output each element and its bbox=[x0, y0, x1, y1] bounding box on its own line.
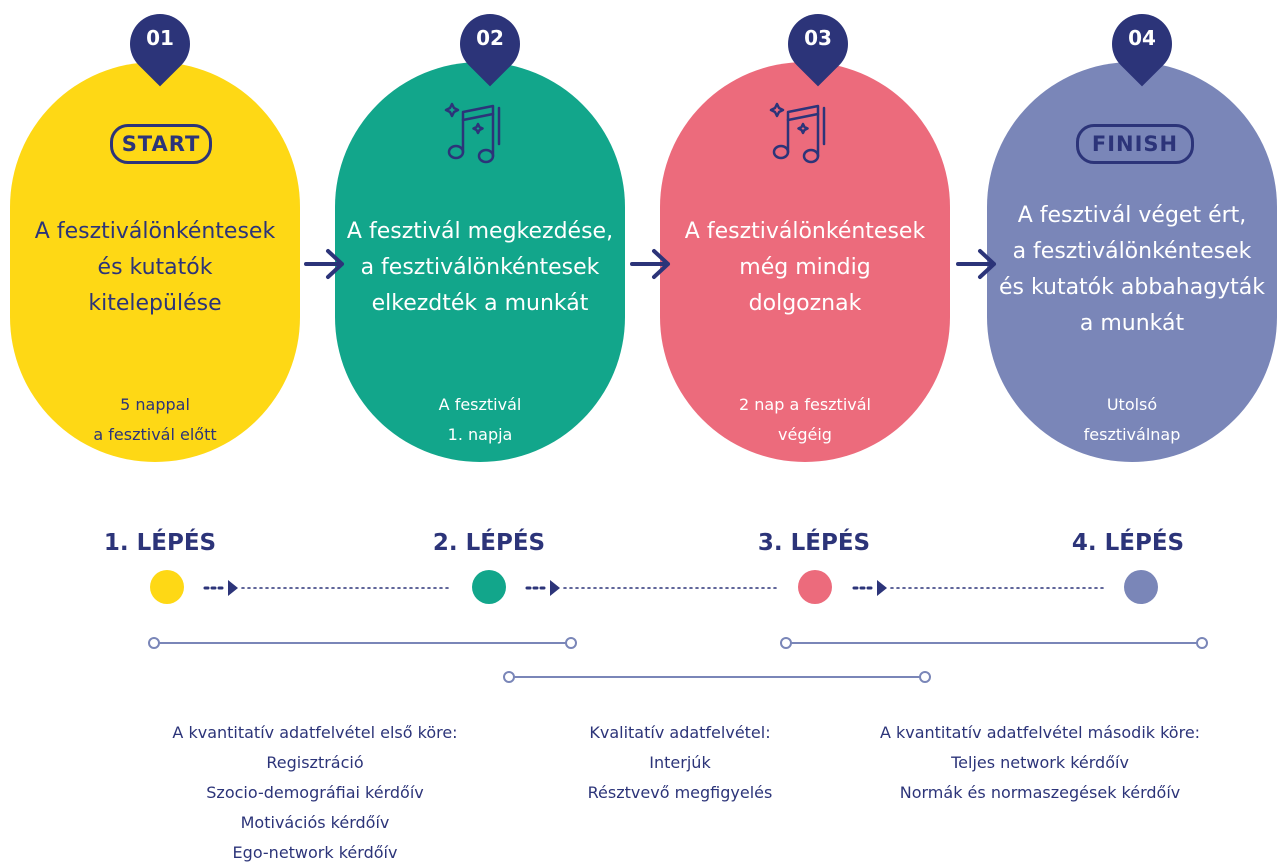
range-line-qualitative bbox=[503, 671, 931, 683]
range-line-quantitative-second bbox=[780, 637, 1208, 649]
step-label-4: 4. LÉPÉS bbox=[1071, 530, 1185, 556]
step-dot-4 bbox=[1124, 570, 1158, 604]
description-quantitative-first: A kvantitatív adatfelvétel első köre: Re… bbox=[110, 718, 520, 868]
music-note-icon bbox=[444, 102, 501, 164]
description-title: A kvantitatív adatfelvétel második köre: bbox=[879, 723, 1201, 742]
step-dot-2 bbox=[472, 570, 506, 604]
arrow-right-icon bbox=[956, 249, 996, 279]
description-item: Normák és normaszegések kérdőív bbox=[899, 783, 1181, 802]
step-label-2: 2. LÉPÉS bbox=[432, 530, 546, 556]
finish-badge-icon: FINISH bbox=[1076, 124, 1194, 164]
stage-2-title: A fesztivál megkezdése,a fesztiválönként… bbox=[346, 219, 614, 316]
description-item: Ego-network kérdőív bbox=[232, 843, 398, 862]
stage-card-1 bbox=[10, 62, 300, 462]
description-item: Szocio-demográfiai kérdőív bbox=[206, 783, 424, 802]
step-dot-3 bbox=[798, 570, 832, 604]
description-title: A kvantitatív adatfelvétel első köre: bbox=[172, 723, 458, 742]
start-badge-icon: START bbox=[110, 124, 212, 164]
stage-4-title: A fesztivál véget ért,a fesztiválönkénte… bbox=[998, 203, 1266, 336]
description-item: Résztvevő megfigyelés bbox=[587, 783, 773, 802]
description-item: Teljes network kérdőív bbox=[951, 753, 1129, 772]
range-line-quantitative-first bbox=[148, 637, 577, 649]
step-label-3: 3. LÉPÉS bbox=[757, 530, 871, 556]
description-item: Interjúk bbox=[649, 753, 711, 772]
music-note-icon bbox=[769, 102, 826, 164]
dotted-connector-1 bbox=[203, 580, 453, 596]
stage-number-3: 03 bbox=[804, 26, 832, 50]
arrow-right-icon bbox=[630, 249, 670, 279]
stage-number-1: 01 bbox=[146, 26, 174, 50]
description-quantitative-second: A kvantitatív adatfelvétel második köre:… bbox=[830, 718, 1250, 808]
step-label-1: 1. LÉPÉS bbox=[103, 530, 217, 556]
dotted-connector-3 bbox=[852, 580, 1106, 596]
description-qualitative: Kvalitatív adatfelvétel: Interjúk Résztv… bbox=[530, 718, 830, 808]
description-item: Regisztráció bbox=[266, 753, 364, 772]
step-dot-1 bbox=[150, 570, 184, 604]
description-title: Kvalitatív adatfelvétel: bbox=[589, 723, 771, 742]
stage-number-4: 04 bbox=[1128, 26, 1156, 50]
dotted-connector-2 bbox=[525, 580, 779, 596]
description-item: Motivációs kérdőív bbox=[240, 813, 390, 832]
stage-number-2: 02 bbox=[476, 26, 504, 50]
arrow-right-icon bbox=[304, 249, 344, 279]
stage-card-4 bbox=[987, 62, 1277, 462]
